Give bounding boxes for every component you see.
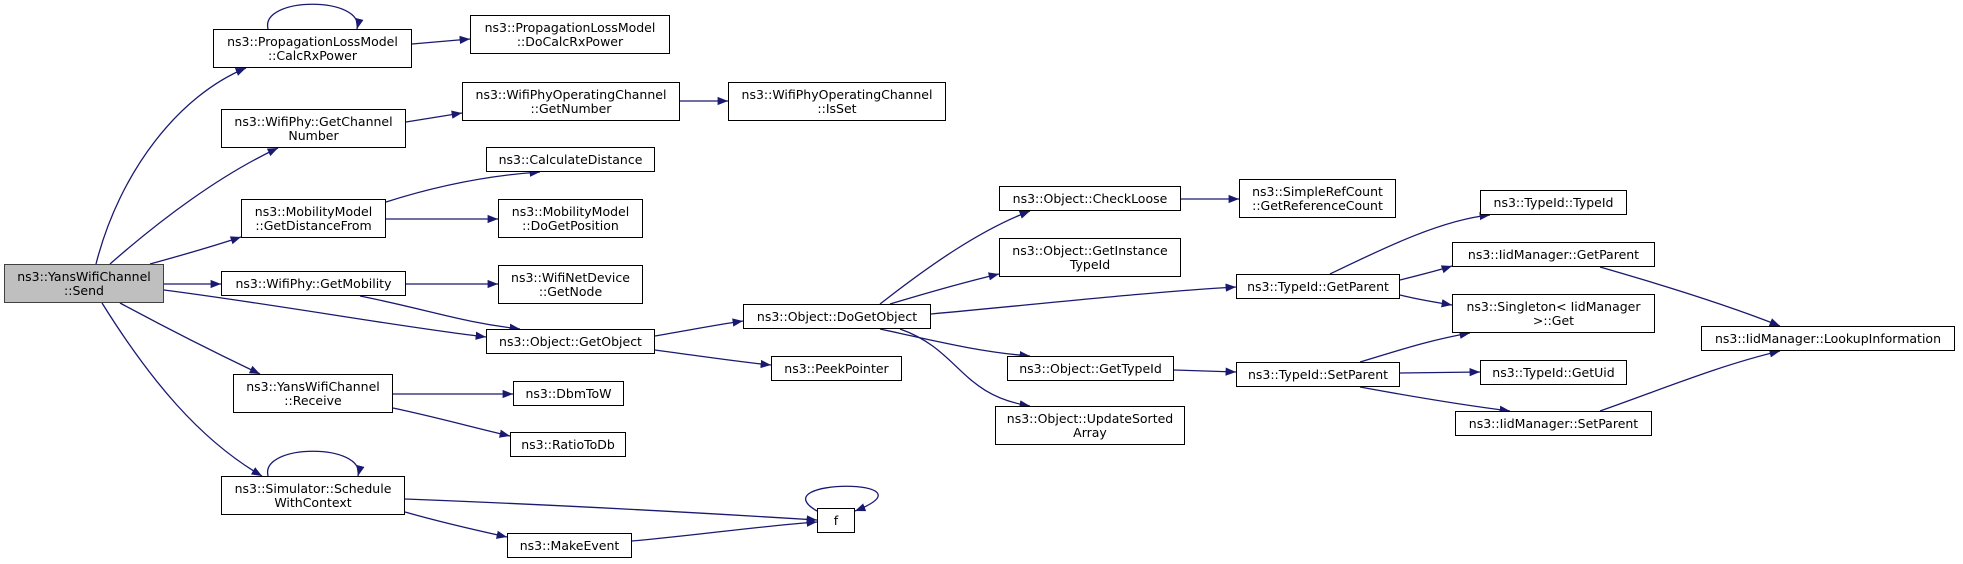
edge-receive-ratiotodb	[392, 407, 511, 438]
node-object-checkloose[interactable]: ns3::Object::CheckLoose	[999, 186, 1181, 211]
edge-dogetobject-checkloose	[879, 210, 1031, 305]
edge-dogetobject-gettypeid	[879, 328, 1031, 360]
node-simplerefcount-getreferencecount[interactable]: ns3::SimpleRefCount ::GetReferenceCount	[1239, 179, 1396, 218]
edge-send-getdistancefrom	[149, 236, 242, 265]
node-propagationlossmodel-calcrxpower[interactable]: ns3::PropagationLossModel ::CalcRxPower	[213, 29, 412, 68]
node-typeid-typeid[interactable]: ns3::TypeId::TypeId	[1480, 190, 1627, 215]
node-object-dogetobject[interactable]: ns3::Object::DoGetObject	[743, 304, 931, 329]
node-propagationlossmodel-docalcrxpower[interactable]: ns3::PropagationLossModel ::DoCalcRxPowe…	[470, 15, 670, 54]
edge-makeevent-f	[631, 518, 818, 542]
node-object-updatesortedarray[interactable]: ns3::Object::UpdateSorted Array	[995, 406, 1185, 445]
edge-getdistancefrom-calculatedistance	[385, 168, 541, 203]
edge-dogetobject-updatesortedarray	[899, 328, 1031, 409]
edge-f-self	[805, 485, 879, 512]
edge-send-receive	[119, 302, 261, 375]
node-iidmanager-getparent[interactable]: ns3::IidManager::GetParent	[1452, 242, 1655, 267]
edge-calcrxpower-docalcrxpower	[411, 35, 471, 45]
edge-dogetobject-getinstancetypeid	[889, 272, 1000, 305]
node-object-getinstancetypeid[interactable]: ns3::Object::GetInstance TypeId	[999, 238, 1181, 277]
node-peekpointer[interactable]: ns3::PeekPointer	[771, 356, 902, 381]
node-typeid-getuid[interactable]: ns3::TypeId::GetUid	[1480, 360, 1627, 385]
edge-typeidgetparent-typeidtypeid	[1329, 211, 1491, 275]
edge-iidsetparent-lookupinformation	[1599, 349, 1781, 412]
edge-getmobility-getobject	[359, 295, 521, 332]
node-mobilitymodel-dogetposition[interactable]: ns3::MobilityModel ::DoGetPosition	[498, 199, 643, 238]
node-wifiphyoperatingchannel-isset[interactable]: ns3::WifiPhyOperatingChannel ::IsSet	[728, 82, 946, 121]
edge-send-getchannelnumber	[109, 147, 279, 265]
edge-calcrxpower-self	[267, 3, 364, 30]
node-object-getobject[interactable]: ns3::Object::GetObject	[486, 329, 655, 354]
edge-typeidsetparent-typeidgetuid	[1399, 367, 1481, 377]
node-yanswifichannel-receive[interactable]: ns3::YansWifiChannel ::Receive	[233, 374, 393, 413]
edge-schedule-self	[267, 450, 365, 477]
node-typeid-setparent[interactable]: ns3::TypeId::SetParent	[1236, 362, 1400, 387]
node-wifiphy-getchannelnumber[interactable]: ns3::WifiPhy::GetChannel Number	[221, 109, 406, 148]
node-iidmanager-setparent[interactable]: ns3::IidManager::SetParent	[1455, 411, 1652, 436]
node-singleton-iidmanager-get[interactable]: ns3::Singleton< IidManager >::Get	[1452, 294, 1655, 333]
edge-typeidgetparent-iidgetparent	[1399, 265, 1453, 281]
edge-dogetobject-typeidgetparent	[930, 283, 1237, 315]
edge-getobject-dogetobject	[654, 318, 744, 337]
edge-iidgetparent-lookupinformation	[1599, 266, 1781, 327]
node-calculatedistance[interactable]: ns3::CalculateDistance	[486, 147, 655, 172]
edge-send-calcrxpower	[95, 67, 247, 265]
node-makeevent[interactable]: ns3::MakeEvent	[507, 533, 632, 558]
node-wifiphyoperatingchannel-getnumber[interactable]: ns3::WifiPhyOperatingChannel ::GetNumber	[462, 82, 680, 121]
edge-typeidgetparent-singletonget	[1399, 294, 1453, 308]
node-ratiotodb[interactable]: ns3::RatioToDb	[510, 432, 626, 457]
node-wifiphy-getmobility[interactable]: ns3::WifiPhy::GetMobility	[221, 271, 406, 296]
edge-typeidsetparent-singletonget	[1359, 330, 1471, 363]
node-dbmtow[interactable]: ns3::DbmToW	[513, 381, 624, 406]
edge-typeidsetparent-iidsetparent	[1359, 386, 1511, 414]
node-mobilitymodel-getdistancefrom[interactable]: ns3::MobilityModel ::GetDistanceFrom	[241, 199, 386, 238]
edge-send-schedulewithcontext	[101, 302, 263, 477]
node-wifinetdevice-getnode[interactable]: ns3::WifiNetDevice ::GetNode	[498, 265, 643, 304]
node-simulator-schedulewithcontext[interactable]: ns3::Simulator::Schedule WithContext	[221, 476, 405, 515]
edge-schedule-makeevent	[404, 511, 508, 539]
edge-getobject-peekpointer	[654, 349, 772, 369]
node-yanswifichannel-send[interactable]: ns3::YansWifiChannel ::Send	[4, 264, 164, 303]
node-object-gettypeid[interactable]: ns3::Object::GetTypeId	[1007, 356, 1174, 381]
node-iidmanager-lookupinformation[interactable]: ns3::IidManager::LookupInformation	[1701, 326, 1955, 351]
edge-getchannelnumber-getnumber	[405, 110, 463, 123]
node-f[interactable]: f	[817, 508, 855, 533]
node-typeid-getparent[interactable]: ns3::TypeId::GetParent	[1236, 274, 1400, 299]
edge-gettypeid-typeidsetparent	[1173, 367, 1237, 376]
edge-schedule-f	[404, 498, 818, 524]
edge-send-getobject	[163, 289, 487, 340]
